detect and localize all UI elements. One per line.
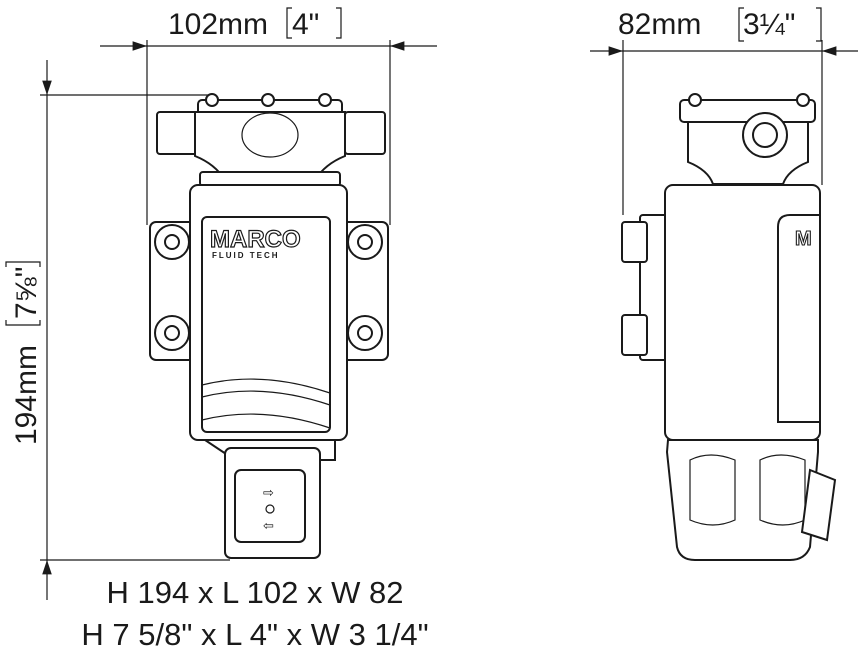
side-width-mm: 82mm bbox=[618, 8, 701, 41]
switch bbox=[234, 469, 306, 543]
side-width-inch: 3¼" bbox=[743, 8, 795, 41]
pump-side-view: M bbox=[621, 93, 837, 561]
height-inch: 7⅝" bbox=[10, 267, 43, 319]
pump-front-view: MARCO FLUID TECH ⇨ ⇦ bbox=[149, 93, 389, 559]
logo-brand: MARCO bbox=[210, 226, 301, 253]
arrow-right-icon: ⇨ bbox=[263, 485, 274, 500]
caption-metric: H 194 x L 102 x W 82 bbox=[107, 575, 404, 610]
height-dimension: 194mm 7⅝" bbox=[5, 60, 230, 600]
front-width-dimension: 102mm 4" bbox=[100, 7, 437, 225]
logo-sub: FLUID TECH bbox=[212, 251, 280, 260]
caption-imperial: H 7 5/8" x L 4" x W 3 1/4" bbox=[81, 617, 428, 652]
off-indicator-icon bbox=[265, 504, 275, 514]
front-width-mm: 102mm bbox=[168, 8, 268, 41]
front-width-inch: 4" bbox=[292, 8, 319, 41]
svg-text:M: M bbox=[795, 228, 812, 250]
side-width-dimension: 82mm 3¼" bbox=[590, 7, 858, 215]
arrow-left-icon: ⇦ bbox=[263, 518, 274, 533]
height-mm: 194mm bbox=[10, 345, 43, 445]
